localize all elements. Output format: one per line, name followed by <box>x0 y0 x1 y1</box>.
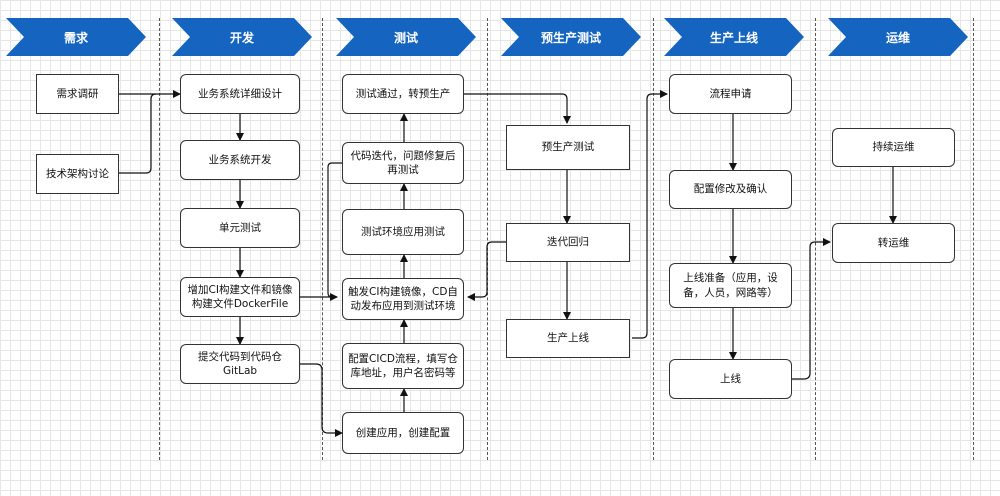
node-test-passed-to-preprod[interactable]: 测试通过，转预生产 <box>342 74 464 114</box>
node-configure-cicd-pipeline[interactable]: 配置CICD流程，填写仓库地址，用户名密码等 <box>342 343 464 389</box>
node-trigger-ci-cd-deploy[interactable]: 触发CI构建镜像，CD自动发布应用到测试环境 <box>342 278 464 320</box>
node-system-development[interactable]: 业务系统开发 <box>180 140 300 180</box>
node-config-modify-confirm[interactable]: 配置修改及确认 <box>669 170 792 209</box>
node-production-golive[interactable]: 生产上线 <box>506 319 630 358</box>
node-process-application[interactable]: 流程申请 <box>669 74 792 114</box>
node-system-detailed-design[interactable]: 业务系统详细设计 <box>180 74 300 114</box>
node-preprod-test[interactable]: 预生产测试 <box>506 125 630 170</box>
flowchart: 需求 开发 测试 预生产测试 生产上线 运维 <box>6 18 1000 496</box>
edge-golive-to-apply <box>632 90 668 339</box>
edge-discuss-to-design <box>119 93 157 174</box>
node-golive-preparation[interactable]: 上线准备（应用，设备，人员，网路等） <box>669 263 792 308</box>
lane-divider <box>815 18 816 460</box>
lane-divider <box>653 18 654 460</box>
connector-layer <box>119 90 897 437</box>
phase-header-operations: 运维 <box>828 18 968 56</box>
edge-commit-to-create <box>300 363 343 437</box>
node-create-app-config[interactable]: 创建应用，创建配置 <box>342 412 464 454</box>
edge-rollback-to-trigger <box>467 241 506 301</box>
edge-live-to-transfer <box>792 238 831 380</box>
phase-header-testing: 测试 <box>336 18 476 56</box>
node-unit-test[interactable]: 单元测试 <box>180 208 300 248</box>
phase-header-preproduction: 预生产测试 <box>501 18 641 56</box>
edge-pass-to-pretest <box>464 93 571 124</box>
node-test-env-app-test[interactable]: 测试环境应用测试 <box>342 209 464 255</box>
node-golive[interactable]: 上线 <box>669 359 792 399</box>
lane-divider <box>322 18 323 460</box>
node-requirement-research[interactable]: 需求调研 <box>36 74 119 114</box>
node-code-iteration-retest[interactable]: 代码迭代，问题修复后再测试 <box>342 142 464 184</box>
node-transfer-to-operations[interactable]: 转运维 <box>832 223 955 263</box>
node-tech-architecture-discussion[interactable]: 技术架构讨论 <box>36 154 119 194</box>
node-iteration-regression[interactable]: 迭代回归 <box>506 223 630 262</box>
edge-iterate-loop <box>327 162 342 298</box>
phase-header-development: 开发 <box>172 18 312 56</box>
node-add-ci-dockerfile[interactable]: 增加CI构建文件和镜像构建文件DockerFile <box>180 277 300 317</box>
phase-header-requirement: 需求 <box>6 18 146 56</box>
lane-divider <box>487 18 488 460</box>
phase-header-production: 生产上线 <box>664 18 804 56</box>
lane-divider <box>973 18 974 460</box>
lane-divider <box>159 18 160 460</box>
node-continuous-operations[interactable]: 持续运维 <box>832 128 955 167</box>
node-commit-to-gitlab[interactable]: 提交代码到代码仓GitLab <box>180 344 300 384</box>
